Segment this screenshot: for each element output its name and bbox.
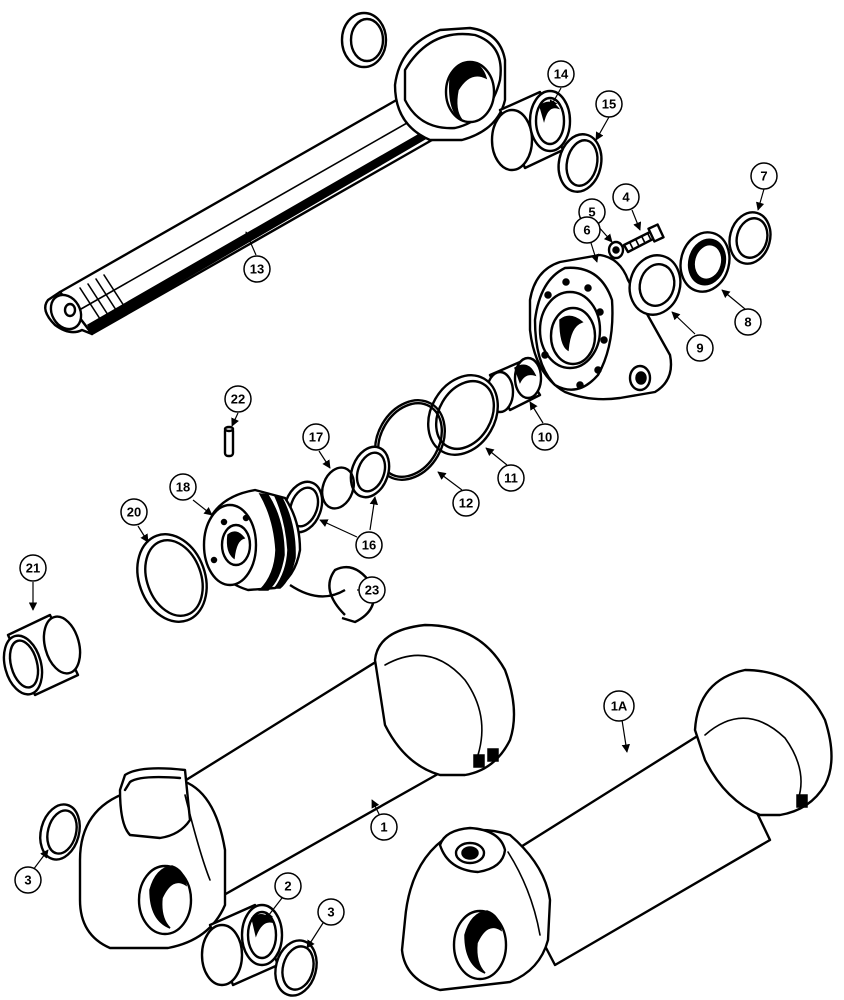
oring-part-17 xyxy=(320,466,356,510)
svg-text:2: 2 xyxy=(284,879,291,894)
svg-text:22: 22 xyxy=(231,392,245,407)
ring-part-3-left xyxy=(39,803,81,861)
callout-22: 22 xyxy=(224,385,252,413)
svg-text:11: 11 xyxy=(504,471,518,486)
rod-eye-ring xyxy=(340,11,388,69)
svg-text:5: 5 xyxy=(588,205,595,220)
pin-part-22 xyxy=(223,425,235,458)
ring-part-20 xyxy=(136,533,208,623)
svg-text:13: 13 xyxy=(250,262,264,277)
callout-8: 8 xyxy=(734,308,762,336)
piston-rod xyxy=(44,96,434,336)
callout-17: 17 xyxy=(302,423,330,451)
wire-ring-part-23 xyxy=(289,565,376,624)
seal-part-9 xyxy=(628,254,682,316)
svg-text:9: 9 xyxy=(696,341,703,356)
callout-9: 9 xyxy=(686,334,714,362)
callout-23: 23 xyxy=(358,576,386,604)
cylinder-barrel-part-1 xyxy=(78,623,516,950)
oring-part-12 xyxy=(374,399,446,481)
ring-part-3-bottom xyxy=(274,939,318,997)
callout-12: 12 xyxy=(452,489,480,517)
svg-text:3: 3 xyxy=(327,905,334,920)
callout-15: 15 xyxy=(595,90,623,118)
callout-20: 20 xyxy=(120,498,148,526)
cylinder-barrel-part-1a xyxy=(400,668,833,992)
svg-text:1A: 1A xyxy=(611,699,628,714)
callout-4: 4 xyxy=(612,183,640,211)
callout-7: 7 xyxy=(750,162,778,190)
wear-ring-part-21 xyxy=(2,613,82,697)
bushing-part-14 xyxy=(490,89,572,172)
ring-part-16-right xyxy=(349,445,391,499)
callout-14: 14 xyxy=(547,60,575,88)
svg-text:10: 10 xyxy=(538,430,552,445)
svg-text:15: 15 xyxy=(602,97,616,112)
callout-3-bottom: 3 xyxy=(317,898,345,926)
svg-text:6: 6 xyxy=(583,223,590,238)
washer-part-5 xyxy=(607,240,625,260)
svg-text:16: 16 xyxy=(362,538,376,553)
callout-16: 16 xyxy=(355,531,383,559)
callout-1a: 1A xyxy=(603,690,635,722)
svg-text:12: 12 xyxy=(459,496,473,511)
svg-text:17: 17 xyxy=(309,430,323,445)
ring-part-7 xyxy=(728,211,772,265)
svg-text:20: 20 xyxy=(127,505,141,520)
ring-part-15 xyxy=(557,133,603,193)
seal-part-8 xyxy=(679,231,731,293)
svg-text:14: 14 xyxy=(554,67,569,82)
svg-text:21: 21 xyxy=(26,561,40,576)
callout-21: 21 xyxy=(19,554,47,582)
bolt-part-4 xyxy=(622,223,665,254)
callout-3-left: 3 xyxy=(14,866,42,894)
callout-11: 11 xyxy=(497,464,525,492)
svg-text:7: 7 xyxy=(760,169,767,184)
callout-18: 18 xyxy=(169,473,197,501)
gland-head-part-6 xyxy=(528,253,673,401)
svg-text:1: 1 xyxy=(380,820,387,835)
callout-6: 6 xyxy=(573,216,601,244)
callout-10: 10 xyxy=(531,423,559,451)
bushing-part-10 xyxy=(485,356,543,414)
callout-2: 2 xyxy=(274,872,302,900)
svg-text:3: 3 xyxy=(24,873,31,888)
callout-13: 13 xyxy=(243,255,271,283)
piston-part-18 xyxy=(202,488,302,592)
svg-text:4: 4 xyxy=(622,190,630,205)
callout-1: 1 xyxy=(370,813,398,841)
svg-text:23: 23 xyxy=(365,583,379,598)
svg-text:18: 18 xyxy=(176,480,190,495)
svg-text:8: 8 xyxy=(744,315,751,330)
rod-eye xyxy=(393,26,507,142)
